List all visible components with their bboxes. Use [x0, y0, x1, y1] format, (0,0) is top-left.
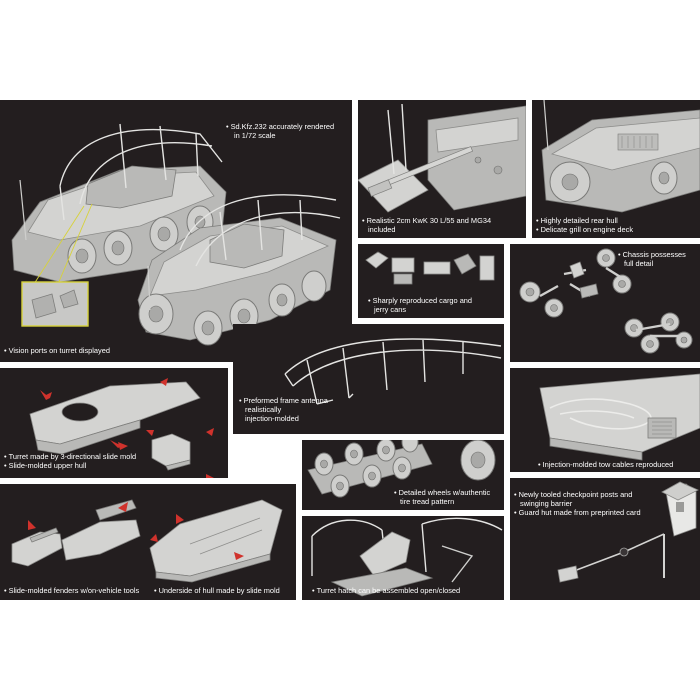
- fender-parts: [11, 499, 141, 567]
- caption-antenna: Preformed frame antenna realistically in…: [239, 396, 328, 423]
- caption-fenders: Slide-molded fenders w/on-vehicle tools: [4, 586, 140, 595]
- caption-checkpoint: Newly tooled checkpoint posts and swingi…: [514, 490, 641, 517]
- caption-wheels: Detailed wheels w/authentic tire tread p…: [394, 488, 491, 506]
- panel-checkpoint: Newly tooled checkpoint posts and swingi…: [510, 478, 700, 600]
- panel-turret-hatch: Turret hatch can be assembled open/close…: [302, 516, 504, 600]
- caption-vision-ports: Vision ports on turret displayed: [4, 346, 110, 355]
- panel-wheels: Detailed wheels w/authentic tire tread p…: [302, 440, 504, 510]
- panel-turret-upper-hull: Turret made by 3-directional slide mold …: [0, 368, 228, 478]
- gun-illustration: [358, 103, 526, 213]
- caption-hatch: Turret hatch can be assembled open/close…: [312, 586, 461, 595]
- cargo-illustration: [365, 251, 495, 285]
- panel-main-vehicle: Sd.Kfz.232 accurately rendered in 1/72 s…: [0, 100, 352, 362]
- caption-underside: Underside of hull made by slide mold: [154, 586, 280, 595]
- caption-cargo: Sharply reproduced cargo and jerry cans: [368, 296, 472, 314]
- panel-fenders-underside: Slide-molded fenders w/on-vehicle tools …: [0, 484, 296, 600]
- turret-hull-illustration: [29, 378, 214, 478]
- caption-tow-cables: Injection-molded tow cables reproduced: [538, 460, 674, 469]
- caption-kwk: Realistic 2cm KwK 30 L/55 and MG34 inclu…: [362, 216, 491, 234]
- wheels-illustration: [307, 440, 496, 498]
- panel-antenna: Preformed frame antenna realistically in…: [233, 324, 504, 434]
- caption-chassis: Chassis possesses full detail: [618, 250, 686, 268]
- callout-line: [57, 203, 93, 285]
- chassis-illustration: [519, 248, 693, 354]
- caption-rear-hull: Highly detailed rear hull Delicate grill…: [536, 216, 633, 234]
- rear-hull-illustration: [541, 100, 700, 213]
- red-arrow: [40, 390, 52, 400]
- checkpoint-illustration: [557, 481, 699, 583]
- panel-kwk-gun: Realistic 2cm KwK 30 L/55 and MG34 inclu…: [358, 100, 526, 238]
- tow-cable-illustration: [539, 373, 700, 461]
- vehicle-rear-view: [11, 123, 227, 283]
- caption-main: Sd.Kfz.232 accurately rendered in 1/72 s…: [226, 122, 335, 140]
- hull-underside: [149, 499, 283, 583]
- panel-tow-cables: Injection-molded tow cables reproduced: [510, 368, 700, 472]
- fenders-underside-illustration: [11, 499, 283, 583]
- panel-rear-hull: Highly detailed rear hull Delicate grill…: [532, 100, 700, 238]
- caption-turret: Turret made by 3-directional slide mold …: [4, 452, 136, 470]
- panel-chassis: Chassis possesses full detail: [510, 244, 700, 362]
- armored-car-illustration: [11, 123, 341, 346]
- panel-cargo: Sharply reproduced cargo and jerry cans: [358, 244, 504, 318]
